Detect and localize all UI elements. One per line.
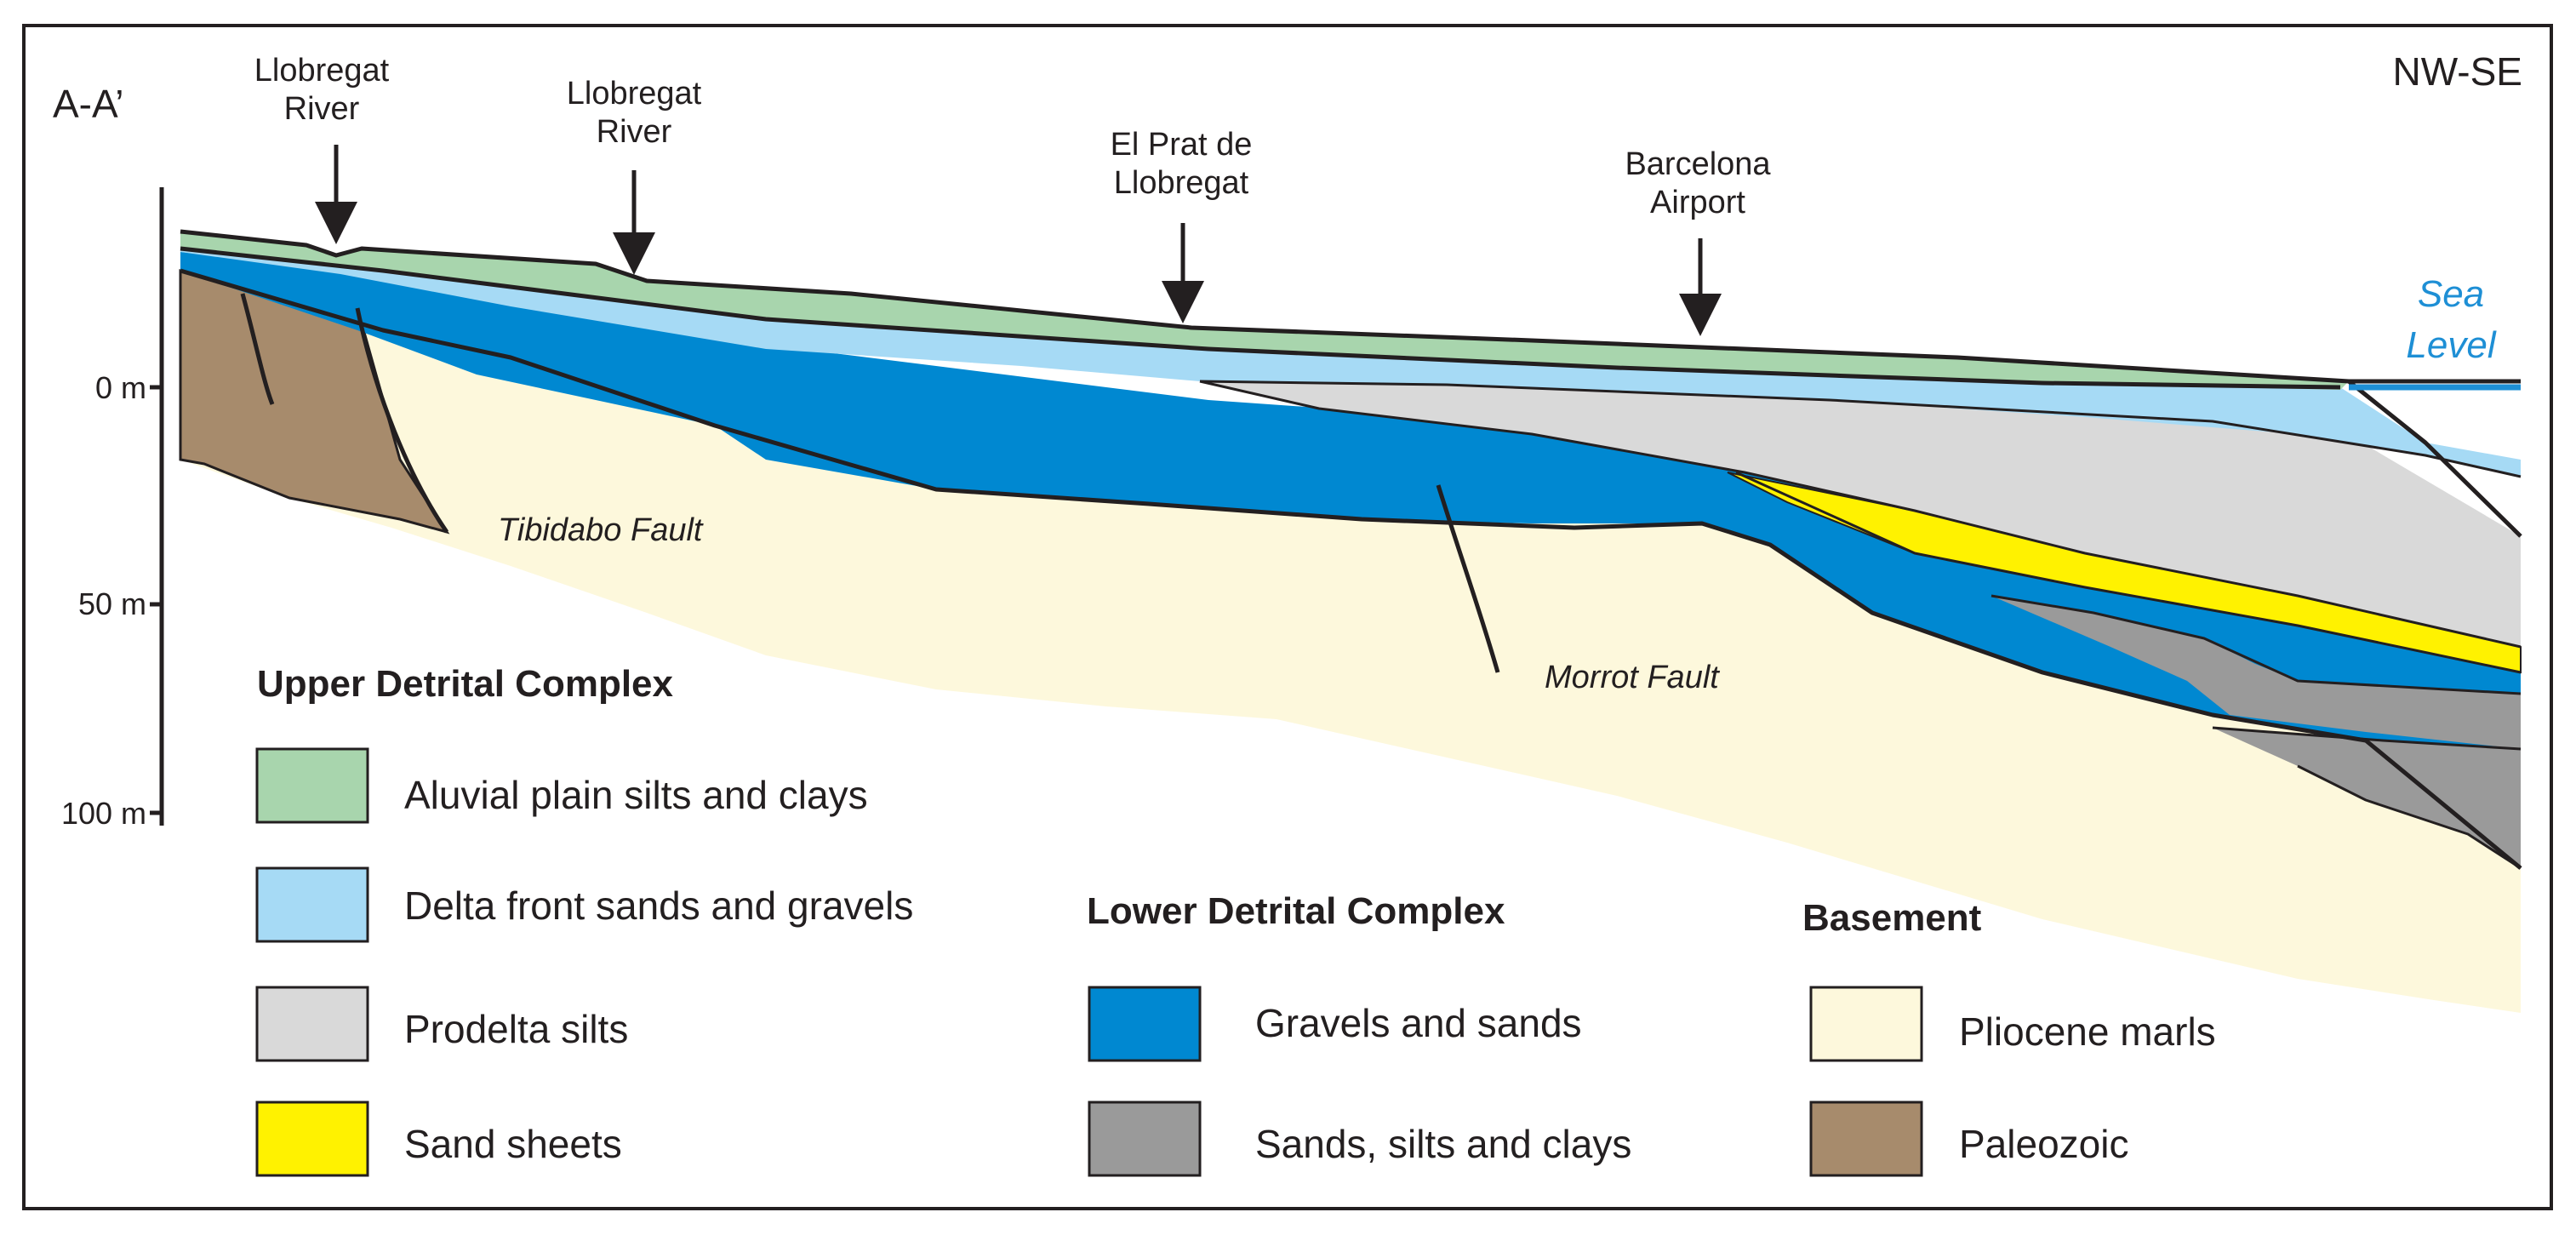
legend-swatch — [255, 1101, 369, 1177]
paleozoic-fault-line — [240, 293, 275, 405]
legend: Upper Detrital Complex Aluvial plain sil… — [255, 663, 2216, 1177]
legend-item-sands-silts: Sands, silts and clays — [1088, 1101, 1631, 1177]
location-barcelona-airport: Barcelona Airport — [1625, 146, 1771, 336]
layer-gravels-and-sands — [180, 252, 2521, 749]
location-label: El Prat de — [1111, 127, 1253, 163]
legend-swatch — [1088, 1101, 1202, 1177]
sea-level-label-1: Sea — [2418, 273, 2484, 315]
legend-swatch — [255, 986, 369, 1062]
legend-label: Prodelta silts — [404, 1007, 628, 1051]
layer-prodelta-silts — [1200, 381, 2521, 647]
internal-contacts — [1199, 380, 2522, 870]
tibidabo-fault-line — [355, 307, 449, 534]
legend-item-prodelta: Prodelta silts — [255, 986, 628, 1062]
section-label: A-A’ — [53, 82, 124, 126]
legend-label: Sand sheets — [404, 1122, 622, 1166]
legend-label: Sands, silts and clays — [1255, 1122, 1631, 1166]
location-label: Llobregat — [567, 76, 702, 111]
legend-title-basement: Basement — [1802, 897, 1982, 939]
location-el-prat: El Prat de Llobregat — [1111, 127, 1253, 323]
layer-sands-silts-clays-lower — [2213, 728, 2521, 868]
depth-tick-100: 100 m — [61, 796, 146, 831]
location-label: Llobregat — [1114, 165, 1249, 201]
legend-item-aluvial: Aluvial plain silts and clays — [255, 747, 868, 824]
legend-label: Delta front sands and gravels — [404, 883, 913, 928]
morrot-fault-label: Morrot Fault — [1545, 660, 1720, 695]
legend-title-upper: Upper Detrital Complex — [257, 663, 674, 705]
depth-tick-0: 0 m — [95, 370, 146, 405]
legend-swatch — [255, 747, 369, 824]
legend-item-paleozoic: Paleozoic — [1809, 1101, 2128, 1177]
depth-tick-50: 50 m — [78, 586, 146, 621]
legend-swatch — [1088, 986, 1202, 1062]
orientation-label: NW-SE — [2393, 49, 2523, 94]
legend-swatch — [1809, 986, 1923, 1062]
location-llobregat-river-2: Llobregat River — [567, 76, 702, 275]
legend-swatch — [1809, 1101, 1923, 1177]
tibidabo-fault-label: Tibidabo Fault — [498, 512, 704, 548]
location-label: Airport — [1650, 185, 1745, 220]
legend-label: Aluvial plain silts and clays — [404, 773, 868, 817]
location-label: River — [597, 114, 672, 150]
legend-item-pliocene: Pliocene marls — [1809, 986, 2216, 1062]
legend-label: Paleozoic — [1959, 1122, 2128, 1166]
legend-label: Gravels and sands — [1255, 1001, 1582, 1045]
layer-aluvial-plain — [180, 232, 2349, 390]
sea-level-label-2: Level — [2406, 324, 2496, 366]
legend-label: Pliocene marls — [1959, 1009, 2216, 1054]
layer-sands-silts-clays — [1991, 596, 2521, 749]
location-label: Llobregat — [254, 53, 390, 89]
legend-title-lower: Lower Detrital Complex — [1087, 890, 1505, 932]
layer-delta-front — [180, 249, 2521, 477]
legend-item-delta-front: Delta front sands and gravels — [255, 866, 913, 943]
legend-swatch — [255, 866, 369, 943]
location-label: Barcelona — [1625, 146, 1771, 182]
legend-item-gravels: Gravels and sands — [1088, 986, 1582, 1062]
section-boundaries — [180, 229, 2522, 870]
depth-axis — [150, 187, 164, 826]
location-label: River — [284, 91, 360, 127]
location-llobregat-river-1: Llobregat River — [254, 53, 390, 244]
legend-item-sand-sheets: Sand sheets — [255, 1101, 622, 1177]
morrot-fault-line — [1436, 484, 1500, 673]
